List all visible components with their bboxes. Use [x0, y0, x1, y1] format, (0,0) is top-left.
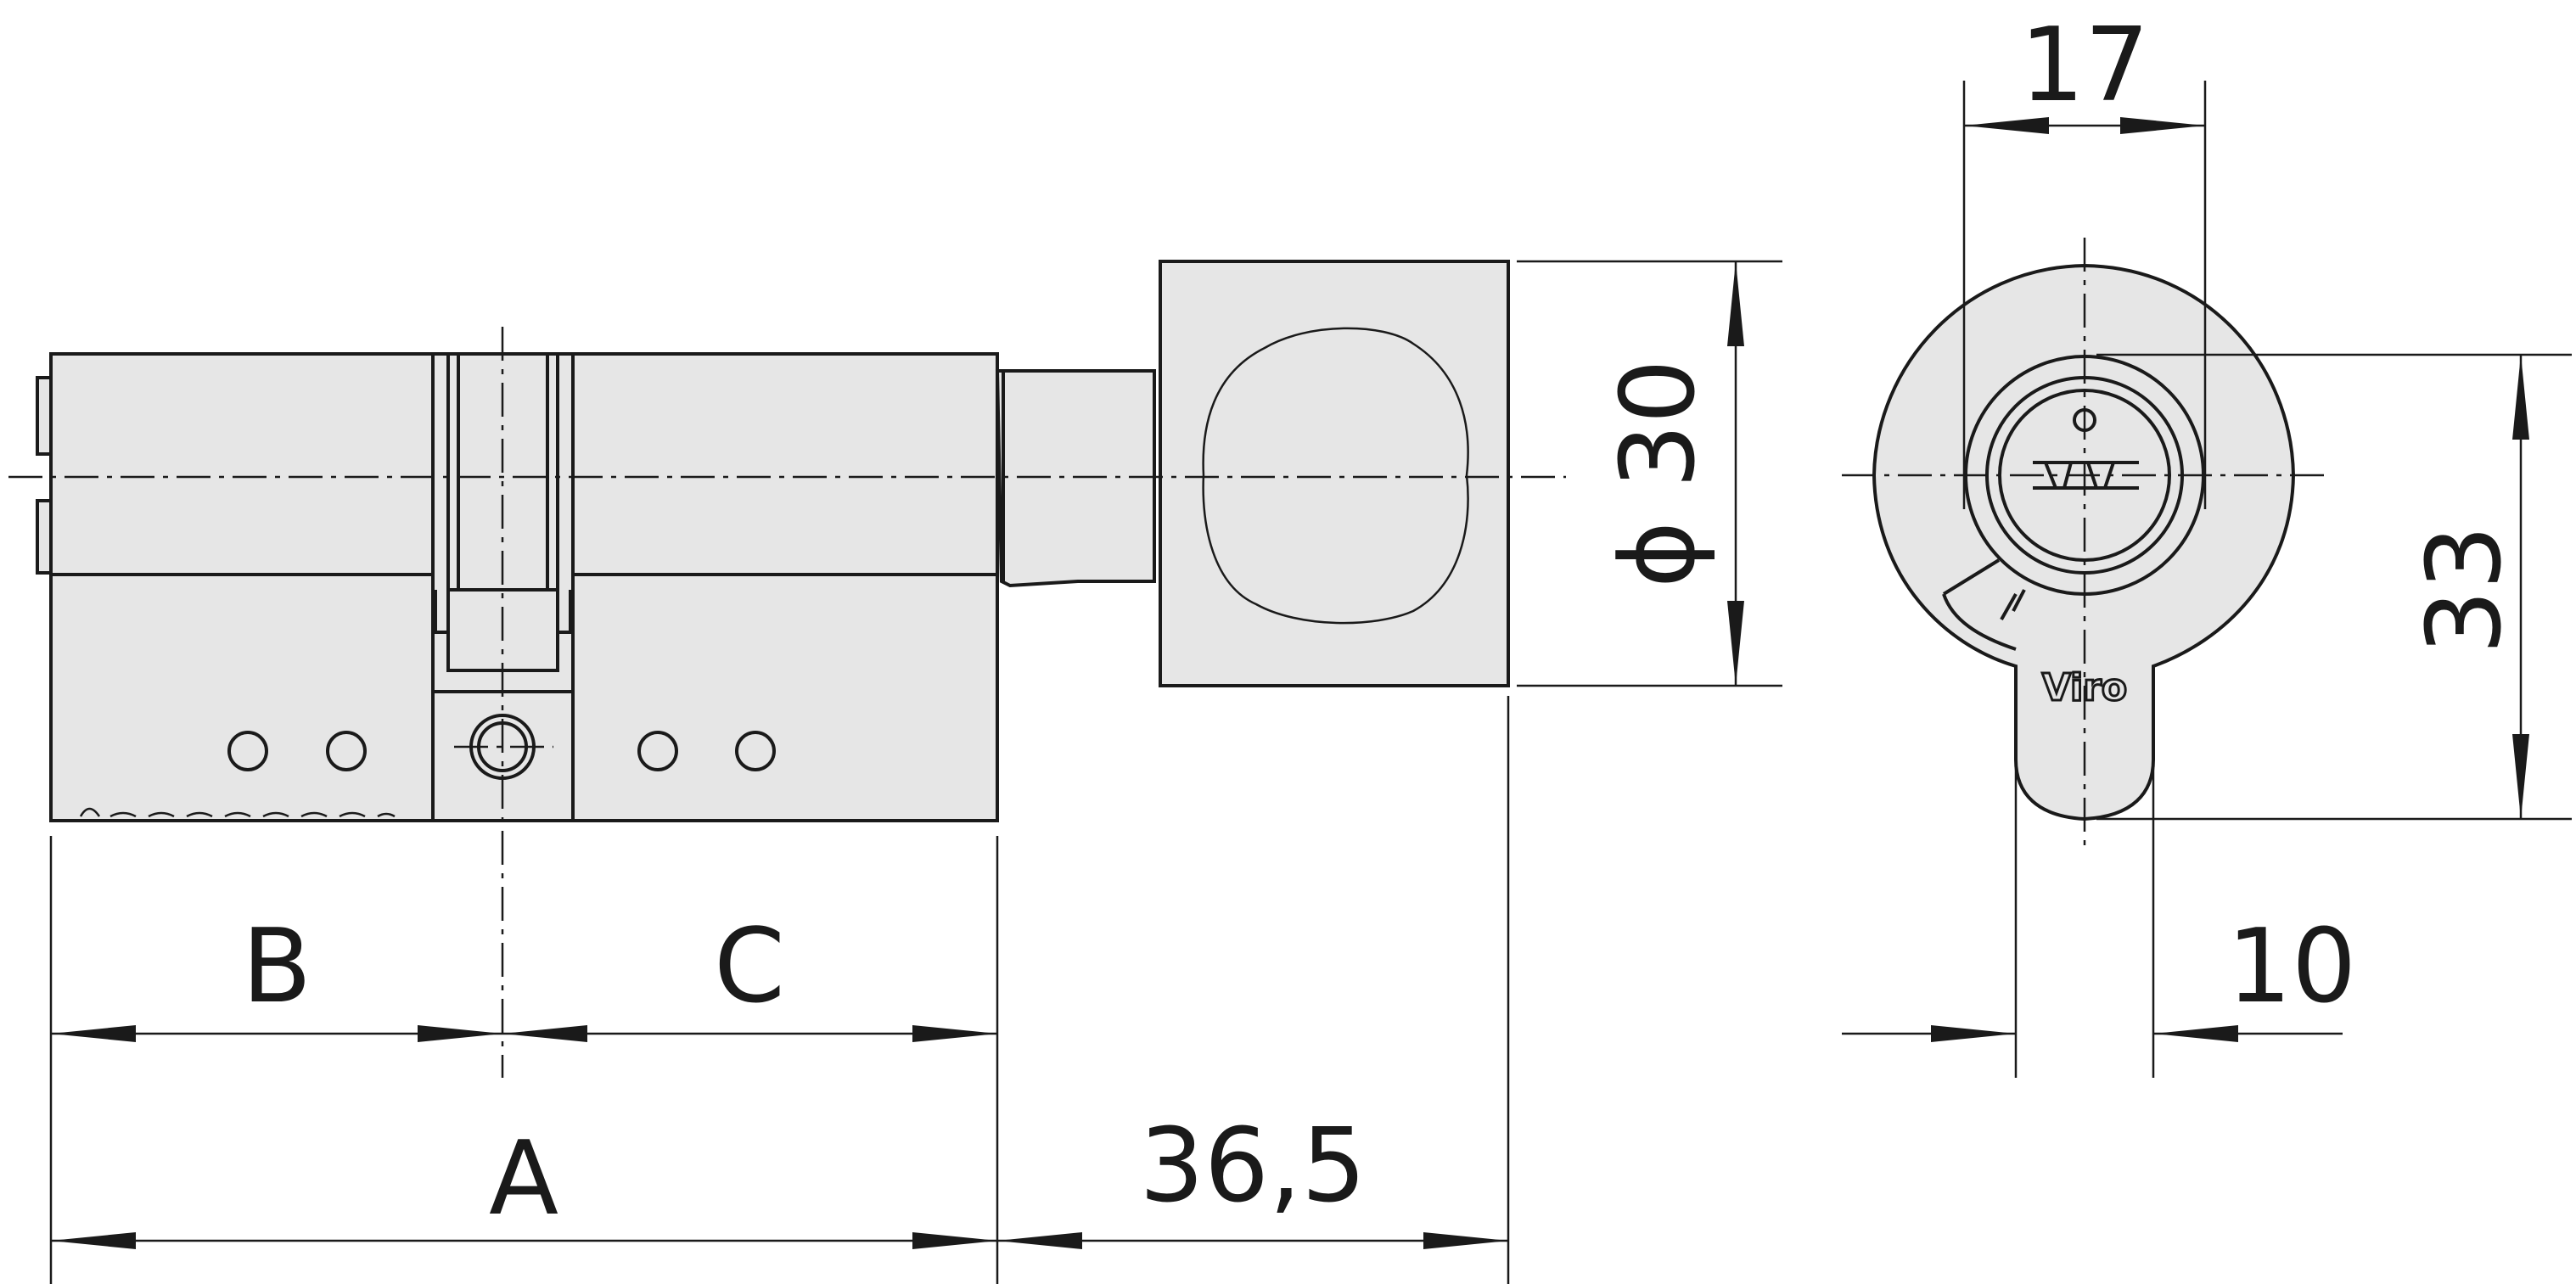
dimension-label-b: B: [242, 908, 311, 1026]
thumb-knob: [1159, 260, 1510, 687]
side-view: [36, 260, 1510, 822]
right-cylinder-body: [571, 352, 999, 822]
dimension-label-knob-length: 36,5: [1139, 1107, 1366, 1225]
knob-grip-recess: [1202, 327, 1469, 625]
dimension-label-a: A: [489, 1120, 558, 1238]
pin-hole: [326, 731, 367, 771]
dimension-label-knob-diameter: ϕ 30: [1600, 359, 1718, 588]
front-face-notch: [36, 376, 53, 456]
dimension-label-profile-height: 33: [2406, 525, 2524, 655]
dimension-label-profile-width: 17: [2020, 7, 2150, 125]
pin-hole: [637, 731, 678, 771]
knob-spindle: [995, 369, 1156, 588]
left-cylinder-body: [49, 352, 435, 822]
dimension-label-cam-width: 10: [2227, 908, 2357, 1026]
dimension-lines: [49, 81, 2572, 1284]
pin-hole: [735, 731, 776, 771]
dimension-label-c: C: [714, 908, 785, 1026]
pin-hole: [227, 731, 268, 771]
